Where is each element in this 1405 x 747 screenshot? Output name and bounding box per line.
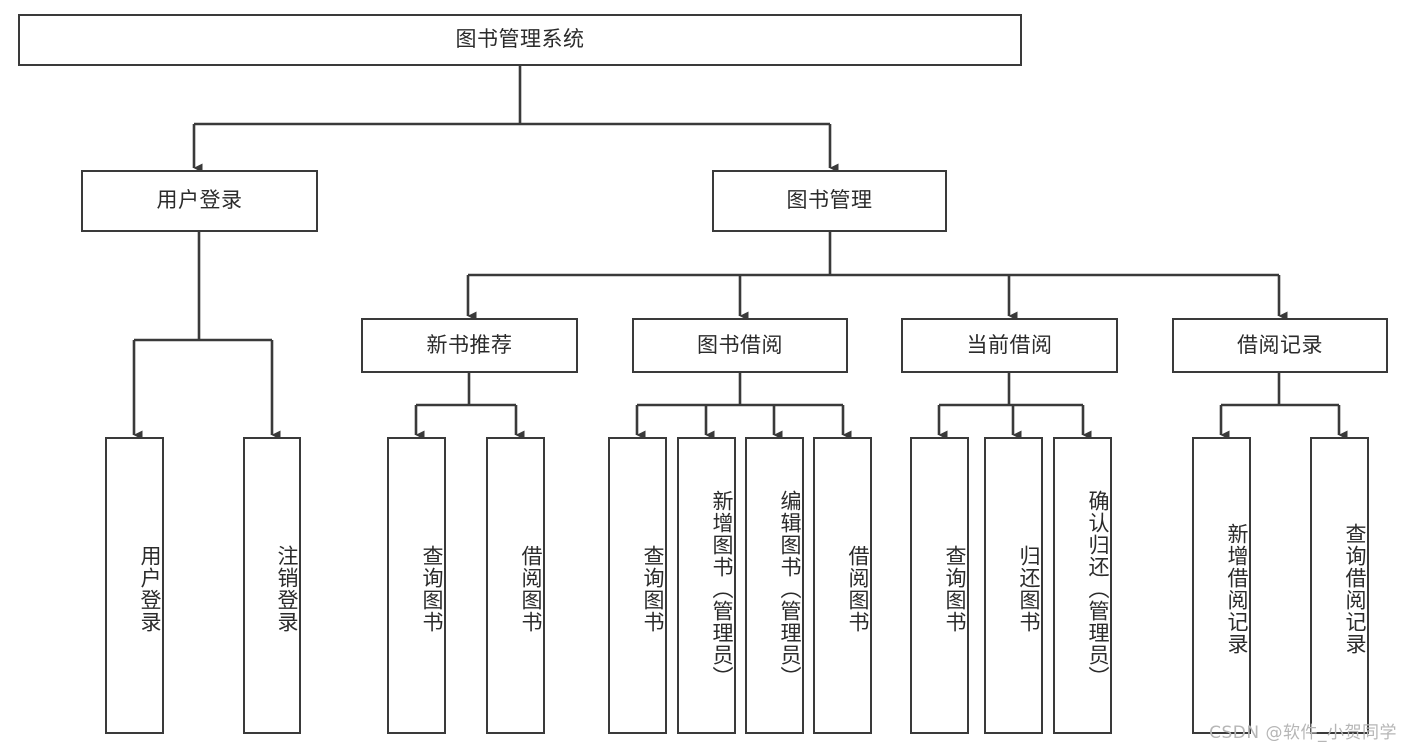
node-label: 编辑图书（管理员） — [778, 489, 802, 688]
node-leaf-query-book-1[interactable]: 查询图书 — [387, 437, 446, 734]
node-label: 当前借阅 — [966, 332, 1053, 357]
node-leaf-borrow-book-2[interactable]: 借阅图书 — [813, 437, 872, 734]
node-label: 新增借阅记录 — [1225, 522, 1249, 655]
node-borrow-record[interactable]: 借阅记录 — [1172, 318, 1388, 373]
node-leaf-borrow-book-1[interactable]: 借阅图书 — [486, 437, 545, 734]
node-label: 归还图书 — [1017, 544, 1041, 633]
node-leaf-query-record[interactable]: 查询借阅记录 — [1310, 437, 1369, 734]
node-label: 图书管理系统 — [455, 27, 585, 52]
node-leaf-user-login[interactable]: 用户登录 — [105, 437, 164, 734]
node-label: 查询图书 — [943, 544, 967, 633]
node-label: 注销登录 — [275, 544, 299, 633]
node-label: 借阅记录 — [1237, 332, 1323, 357]
node-leaf-add-record[interactable]: 新增借阅记录 — [1192, 437, 1251, 734]
node-leaf-user-logout[interactable]: 注销登录 — [243, 437, 301, 734]
node-root-system[interactable]: 图书管理系统 — [18, 14, 1022, 66]
node-label: 新书推荐 — [426, 332, 513, 357]
node-label: 查询图书 — [641, 544, 665, 633]
node-label: 用户登录 — [156, 188, 243, 213]
node-new-book-rec[interactable]: 新书推荐 — [361, 318, 578, 373]
node-label: 确认归还（管理员） — [1086, 489, 1110, 688]
node-leaf-confirm-return[interactable]: 确认归还（管理员） — [1053, 437, 1112, 734]
node-leaf-query-book-3[interactable]: 查询图书 — [910, 437, 969, 734]
node-label: 借阅图书 — [519, 544, 543, 633]
node-book-borrow[interactable]: 图书借阅 — [632, 318, 848, 373]
node-label: 借阅图书 — [846, 544, 870, 633]
node-label: 查询借阅记录 — [1343, 522, 1367, 655]
node-label: 用户登录 — [138, 544, 162, 633]
node-leaf-add-book[interactable]: 新增图书（管理员） — [677, 437, 736, 734]
csdn-watermark: CSDN @软件_小贺同学 — [1209, 723, 1397, 743]
node-label: 查询图书 — [420, 544, 444, 633]
node-user-login[interactable]: 用户登录 — [81, 170, 318, 232]
node-current-borrow[interactable]: 当前借阅 — [901, 318, 1118, 373]
node-book-manage[interactable]: 图书管理 — [712, 170, 947, 232]
node-label: 新增图书（管理员） — [710, 489, 734, 688]
node-leaf-edit-book[interactable]: 编辑图书（管理员） — [745, 437, 804, 734]
node-leaf-query-book-2[interactable]: 查询图书 — [608, 437, 667, 734]
node-label: 图书借阅 — [697, 332, 783, 357]
node-leaf-return-book[interactable]: 归还图书 — [984, 437, 1043, 734]
node-label: 图书管理 — [786, 188, 873, 213]
